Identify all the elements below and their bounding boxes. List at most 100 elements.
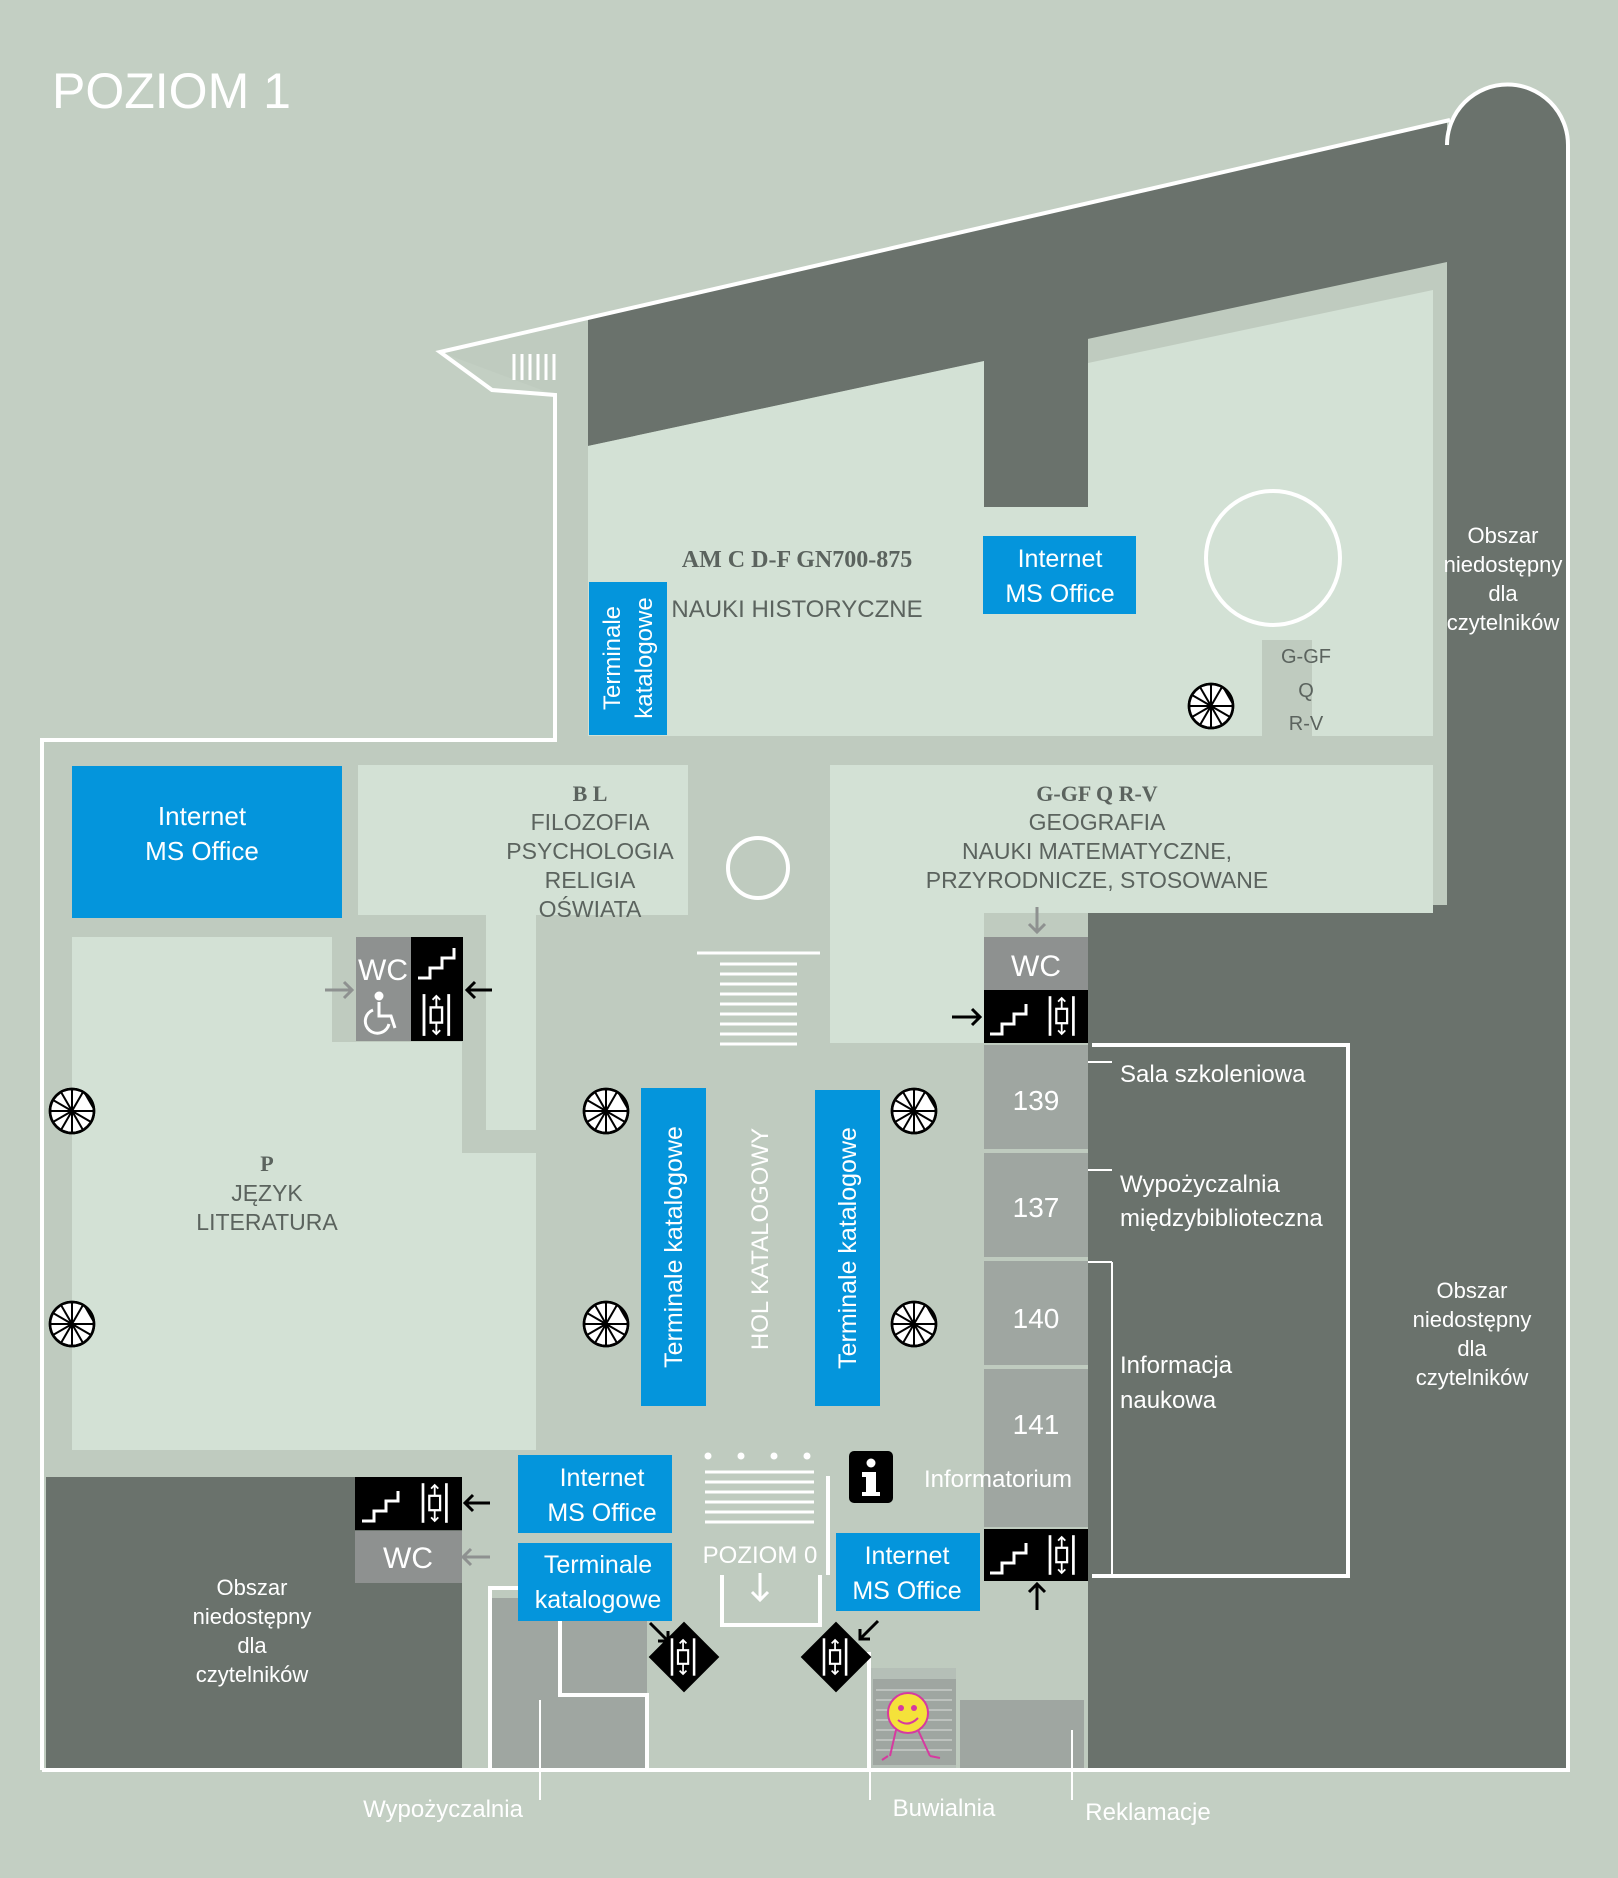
restricted-label-northeast-4: czytelników bbox=[1447, 610, 1560, 635]
room-number-141: 141 bbox=[1013, 1409, 1060, 1440]
zone-geografia-line2: NAUKI MATEMATYCZNE, bbox=[962, 838, 1232, 864]
spiral-staircase-icon bbox=[48, 1300, 96, 1348]
room-wypozyczalnia bbox=[492, 1598, 647, 1768]
spiral-staircase-icon bbox=[1187, 682, 1235, 730]
internet-box-north-line1: Internet bbox=[1018, 545, 1103, 573]
wheelchair-icon bbox=[363, 991, 397, 1035]
zone-jezyk-code: P bbox=[260, 1151, 273, 1176]
internet-box-north-line2: MS Office bbox=[1005, 580, 1114, 608]
internet-box-south-line2: MS Office bbox=[547, 1499, 656, 1527]
buffet-mascot-icon bbox=[873, 1679, 956, 1765]
internet-box-southeast-line2: MS Office bbox=[852, 1577, 961, 1605]
room-141 bbox=[984, 1369, 1088, 1527]
terminals-box-hall-left-label: Terminale katalogowe bbox=[660, 1126, 688, 1368]
small-stairs-north bbox=[512, 354, 556, 380]
label-ill-line2: międzybiblioteczna bbox=[1120, 1205, 1323, 1232]
restricted-label-east-1: Obszar bbox=[1437, 1278, 1508, 1303]
room-number-140: 140 bbox=[1013, 1303, 1060, 1334]
room-geografia-lower bbox=[830, 913, 984, 1043]
hall-label: HOL KATALOGOWY bbox=[747, 1128, 774, 1350]
terminals-box-north-line1: Terminale bbox=[599, 606, 626, 710]
zone-historyczne-name: NAUKI HISTORYCZNE bbox=[671, 596, 922, 623]
information-icon bbox=[849, 1451, 893, 1503]
room-139 bbox=[984, 1045, 1088, 1149]
zone-filozofia-line1: FILOZOFIA bbox=[531, 809, 651, 835]
room-140 bbox=[984, 1261, 1088, 1365]
label-buwialnia: Buwialnia bbox=[893, 1795, 996, 1822]
building-outline bbox=[40, 82, 1570, 1772]
internet-box-southeast-line1: Internet bbox=[865, 1542, 950, 1570]
wc-label-east: WC bbox=[1011, 950, 1061, 983]
dots-row bbox=[704, 1452, 811, 1460]
floor-title: POZIOM 1 bbox=[52, 63, 291, 119]
terminals-box-hall-right bbox=[815, 1090, 880, 1406]
zone-filozofia-line3: RELIGIA bbox=[545, 867, 636, 893]
internet-box-west bbox=[72, 766, 342, 918]
restricted-label-southwest-2: niedostępny bbox=[193, 1604, 312, 1629]
zone-historyczne-code: AM C D-F GN700-875 bbox=[682, 547, 912, 573]
restricted-label-southwest-3: dla bbox=[237, 1633, 267, 1658]
stack-label-line3: R-V bbox=[1289, 713, 1324, 735]
restricted-label-northeast-3: dla bbox=[1488, 581, 1518, 606]
arrow-icon bbox=[325, 907, 1047, 1567]
terminals-box-south-line2: katalogowe bbox=[535, 1586, 661, 1614]
arrow-icon bbox=[462, 980, 1047, 1643]
room-nauki-historyczne bbox=[588, 290, 1433, 736]
stack-label-line2: Q bbox=[1298, 680, 1314, 702]
zone-filozofia-line4: OŚWIATA bbox=[539, 895, 642, 922]
internet-box-south bbox=[518, 1455, 672, 1533]
room-geografia bbox=[830, 765, 1433, 913]
label-sala-szkoleniowa: Sala szkoleniowa bbox=[1120, 1061, 1306, 1088]
room-number-137: 137 bbox=[1013, 1192, 1060, 1223]
wc-label-west: WC bbox=[358, 954, 408, 987]
label-ill-line1: Wypożyczalnia bbox=[1120, 1171, 1280, 1198]
label-poziom-0: POZIOM 0 bbox=[703, 1542, 818, 1569]
internet-box-north bbox=[983, 536, 1136, 614]
restricted-label-southwest-4: czytelników bbox=[196, 1662, 309, 1687]
wc-room-southwest bbox=[355, 1531, 462, 1583]
stairs-to-level-0 bbox=[705, 1470, 814, 1524]
label-wypozyczalnia: Wypożyczalnia bbox=[363, 1796, 523, 1823]
spiral-staircase-icon bbox=[48, 1087, 96, 1135]
stack-corridor bbox=[1262, 640, 1312, 736]
spiral-staircase-icon bbox=[582, 1300, 630, 1348]
zone-filozofia-line2: PSYCHOLOGIA bbox=[506, 838, 674, 864]
zone-geografia-code: G-GF Q R-V bbox=[1036, 781, 1157, 806]
terminals-box-south-line1: Terminale bbox=[544, 1551, 652, 1579]
zone-filozofia-code: B L bbox=[573, 781, 608, 806]
label-informatorium: Informatorium bbox=[924, 1466, 1072, 1493]
restricted-pillar-north bbox=[984, 272, 1088, 507]
hall-stairs bbox=[697, 951, 820, 1046]
zone-geografia-line1: GEOGRAFIA bbox=[1029, 809, 1166, 835]
internet-box-southeast bbox=[836, 1533, 980, 1611]
internet-box-south-line1: Internet bbox=[560, 1464, 645, 1492]
room-jezyk-literatura bbox=[72, 937, 536, 1450]
internet-box-west-line2: MS Office bbox=[145, 836, 259, 866]
terminals-box-hall-left bbox=[641, 1088, 706, 1406]
elevator-diamond-right bbox=[800, 1621, 872, 1693]
spiral-staircase-icon bbox=[890, 1087, 938, 1135]
room-filozofia bbox=[358, 765, 688, 915]
label-reklamacje: Reklamacje bbox=[1085, 1799, 1210, 1826]
zone-geografia-line3: PRZYRODNICZE, STOSOWANE bbox=[926, 867, 1268, 893]
terminals-box-hall-right-label: Terminale katalogowe bbox=[834, 1127, 862, 1369]
zone-jezyk-line1: JĘZYK bbox=[231, 1180, 303, 1206]
restricted-area-southeast bbox=[1088, 905, 1448, 1770]
restricted-area-east bbox=[1447, 84, 1568, 1770]
restricted-label-east-4: czytelników bbox=[1416, 1365, 1529, 1390]
restricted-label-northeast-1: Obszar bbox=[1468, 523, 1539, 548]
label-informacja-line2: naukowa bbox=[1120, 1387, 1217, 1414]
internet-box-west-line1: Internet bbox=[158, 801, 247, 831]
room-filozofia-lower bbox=[486, 915, 536, 1130]
wc-label-southwest: WC bbox=[383, 1542, 433, 1575]
room-number-139: 139 bbox=[1013, 1085, 1060, 1116]
wc-room-west bbox=[356, 937, 411, 1041]
restricted-label-east-2: niedostępny bbox=[1413, 1307, 1532, 1332]
restricted-label-northeast-2: niedostępny bbox=[1444, 552, 1563, 577]
label-informacja-line1: Informacja bbox=[1120, 1352, 1233, 1379]
terminals-box-north-line2: katalogowe bbox=[631, 597, 658, 718]
room-137 bbox=[984, 1153, 1088, 1257]
zone-jezyk-line2: LITERATURA bbox=[196, 1209, 338, 1235]
arrow-icon bbox=[750, 1573, 770, 1603]
